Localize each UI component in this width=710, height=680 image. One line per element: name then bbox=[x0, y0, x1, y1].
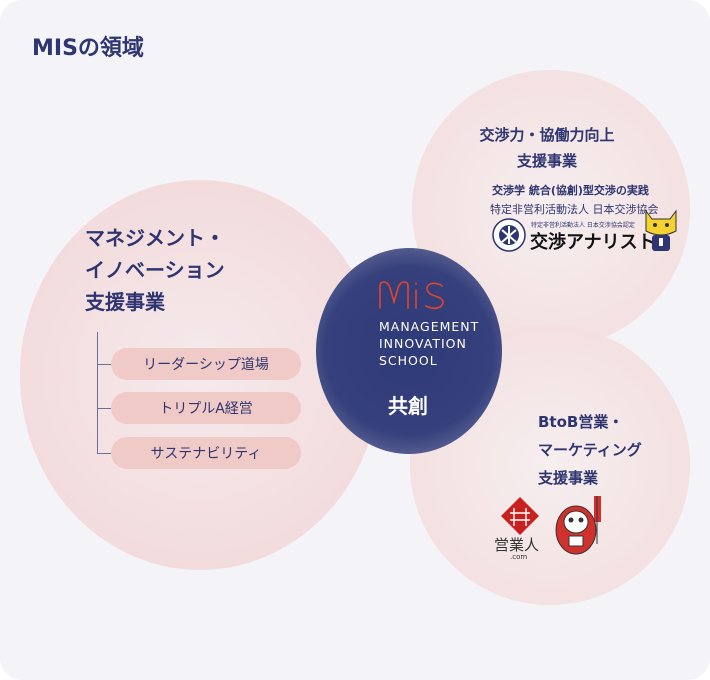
heading-line: 支援事業 bbox=[538, 469, 599, 487]
negotiation-org: 特定非営利活動法人 日本交渉協会 bbox=[490, 203, 659, 216]
heading-line: BtoB営業・ bbox=[538, 413, 624, 431]
name-line: SCHOOL bbox=[379, 353, 438, 368]
co-creation-label: 共創 bbox=[388, 394, 428, 418]
heading-line: イノベーション bbox=[85, 258, 225, 282]
item-triple-a: トリプルA経営 bbox=[111, 392, 301, 424]
page-title: MISの領域 bbox=[32, 36, 144, 61]
mis-center-circle bbox=[316, 248, 502, 454]
negotiation-subtitle: 交渉学 統合(協創)型交渉の実践 bbox=[492, 184, 649, 197]
heading-line: 支援事業 bbox=[85, 290, 165, 314]
name-line: MANAGEMENT bbox=[379, 319, 480, 334]
cat-mascot-icon bbox=[645, 209, 677, 251]
eigyonin-emblem-icon bbox=[501, 497, 539, 535]
tree-line bbox=[97, 332, 98, 454]
analyst-caption: 特定非営利活動法人 日本交渉協会認定 bbox=[531, 222, 635, 229]
tree-branch bbox=[97, 364, 111, 365]
name-line: INNOVATION bbox=[379, 336, 467, 351]
eigyonin-logo: 営業人 bbox=[494, 536, 540, 554]
tree-branch bbox=[97, 408, 111, 409]
mis-logo bbox=[379, 281, 444, 310]
left-heading: マネジメント・ イノベーション 支援事業 bbox=[85, 222, 225, 318]
negotiation-analyst-logo: 交渉アナリスト bbox=[530, 232, 656, 253]
item-leadership-dojo: リーダーシップ道場 bbox=[111, 348, 301, 380]
item-sustainability: サステナビリティ bbox=[111, 437, 301, 469]
negotiation-heading: 交渉力・協働力向上 支援事業 bbox=[462, 122, 632, 174]
heading-line: マネジメント・ bbox=[85, 226, 225, 250]
heading-line: 交渉力・協働力向上 bbox=[479, 126, 615, 144]
negotiation-seal-icon bbox=[492, 218, 526, 252]
tree-branch bbox=[97, 453, 111, 454]
mis-full-name: MANAGEMENT INNOVATION SCHOOL bbox=[379, 318, 479, 369]
heading-line: 支援事業 bbox=[516, 152, 577, 170]
btob-heading: BtoB営業・ マーケティング 支援事業 bbox=[538, 408, 642, 492]
eigyonin-domain: .com bbox=[510, 553, 528, 561]
daruma-mascot-icon bbox=[555, 496, 601, 555]
heading-line: マーケティング bbox=[538, 441, 642, 459]
